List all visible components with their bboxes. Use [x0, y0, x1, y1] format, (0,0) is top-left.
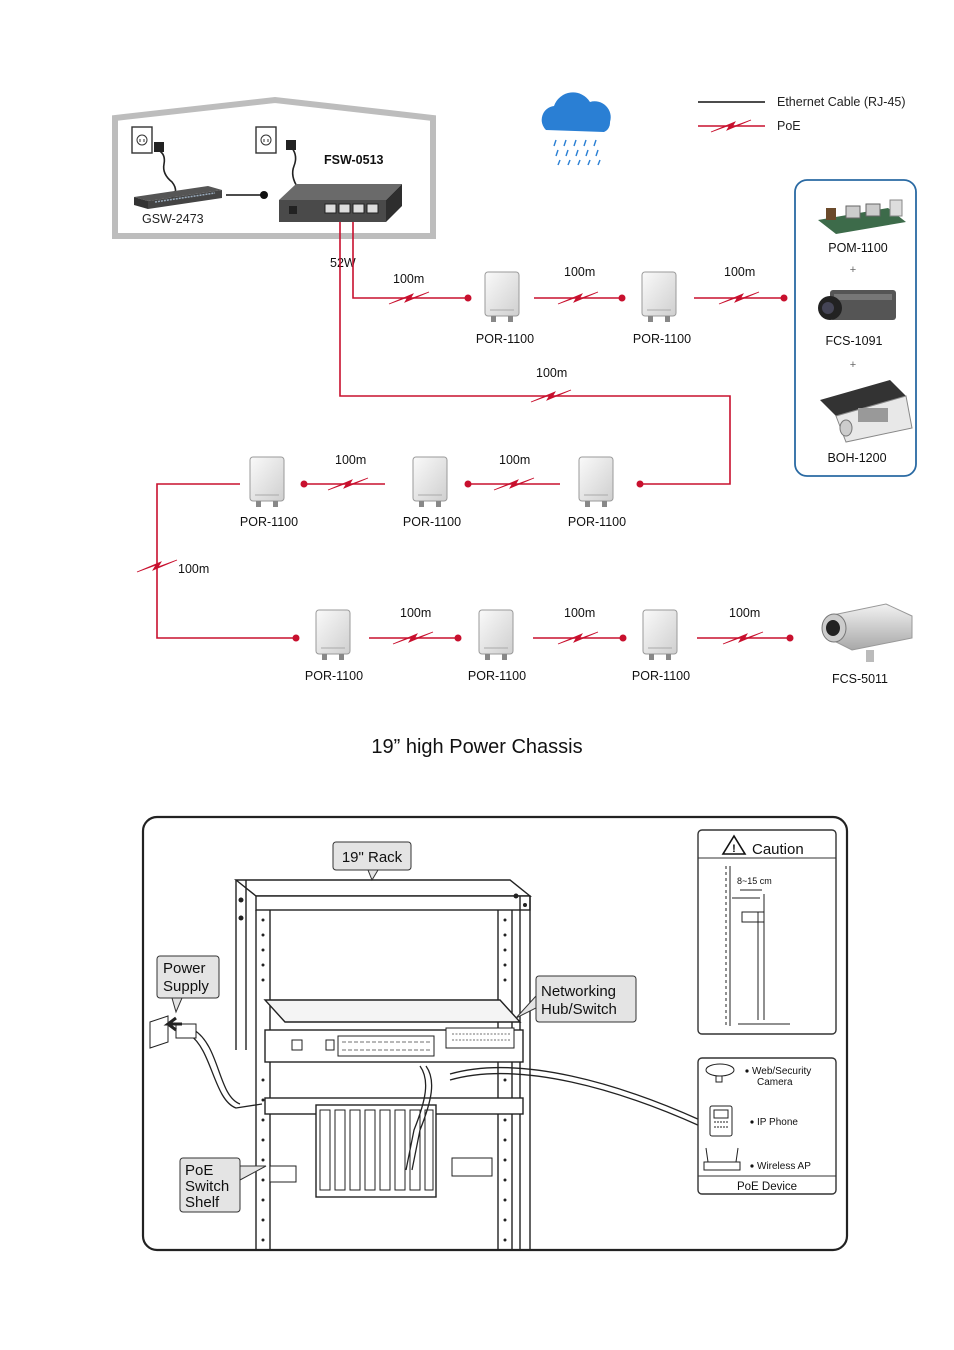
distance-label: 100m	[178, 562, 209, 576]
rack-label-callout	[332, 841, 412, 882]
fcs-1091-camera-icon	[818, 290, 896, 320]
rack-holes	[238, 893, 527, 1242]
caution-range-label: 8~15 cm	[737, 876, 772, 886]
power-cord	[291, 147, 299, 189]
boh-1200-housing-icon	[820, 380, 913, 443]
distance-label: 100m	[564, 265, 595, 279]
por-label: POR-1100	[240, 515, 298, 529]
poe-shelf-label-line3: Shelf	[185, 1194, 220, 1211]
distance-label: 100m	[400, 606, 431, 620]
por-label: POR-1100	[568, 515, 626, 529]
por-label: POR-1100	[633, 332, 691, 346]
distance-label: 100m	[564, 606, 595, 620]
insert-arrow-icon	[163, 1016, 182, 1032]
warning-triangle-icon: !	[732, 843, 736, 855]
por-1100-icon	[642, 609, 678, 661]
por-label: POR-1100	[476, 332, 534, 346]
poe-shelf-label-line1: PoE	[185, 1162, 213, 1179]
distance-label: 100m	[499, 453, 530, 467]
poe-cabling	[156, 222, 790, 639]
distance-label: 100m	[724, 265, 755, 279]
ip-phone-icon	[709, 1105, 733, 1137]
pom-1100-board-icon	[818, 199, 906, 234]
building-outline	[112, 96, 436, 239]
rack-install-diagram: 19" Rack Power Supply Networking Hub/Swi…	[141, 815, 849, 1252]
web-camera-icon	[705, 1063, 735, 1083]
fcs-1091-label: FCS-1091	[826, 334, 883, 348]
power-budget-label: 52W	[330, 256, 356, 270]
plug-icon	[154, 142, 164, 152]
remote-devices-panel	[794, 179, 917, 477]
por-1100-icon	[641, 271, 677, 323]
poe-shelf-label-line2: Switch	[185, 1178, 229, 1195]
power-supply-label-line1: Power	[163, 960, 206, 977]
power-outlet-icon	[149, 1015, 197, 1049]
wall-socket-icon	[131, 126, 153, 154]
pom-label: POM-1100	[828, 241, 888, 255]
por-1100-icon	[478, 609, 514, 661]
por-1100-icon	[484, 271, 520, 323]
rain-cloud-icon	[541, 92, 611, 166]
rack-frame	[234, 879, 532, 1250]
caution-panel	[697, 829, 837, 1035]
legend-ethernet-label: Ethernet Cable (RJ-45)	[777, 95, 906, 109]
poe-device-camera-line1: Web/Security	[752, 1066, 811, 1077]
section-caption: 19” high Power Chassis	[371, 736, 583, 758]
clearance-illustration	[725, 866, 790, 1026]
plug-icon	[286, 140, 296, 150]
legend-poe-label: PoE	[777, 119, 801, 133]
por-label: POR-1100	[403, 515, 461, 529]
poe-devices-panel	[697, 1057, 837, 1195]
poe-device-phone: IP Phone	[757, 1117, 798, 1128]
gsw-2473-switch-icon	[134, 186, 222, 209]
por-label: POR-1100	[632, 669, 690, 683]
fcs-5011-label: FCS-5011	[832, 672, 888, 686]
fcs-5011-camera-icon	[821, 603, 913, 662]
boh-label: BOH-1200	[827, 451, 886, 465]
port-dot	[260, 191, 268, 199]
power-supply-callout	[156, 955, 220, 1014]
wireless-ap-icon	[703, 1147, 741, 1171]
hub-switch-label-line1: Networking	[541, 983, 616, 1000]
por-label: POR-1100	[305, 669, 363, 683]
bullet-dot	[750, 1120, 754, 1124]
poe-device-camera-line2: Camera	[757, 1077, 793, 1088]
hub-switch-label-line2: Hub/Switch	[541, 1001, 617, 1018]
por-1100-icon	[578, 456, 614, 508]
por-1100-icon	[412, 456, 448, 508]
fsw-label: FSW-0513	[324, 153, 384, 167]
poe-endpoints	[292, 294, 794, 642]
distance-label: 100m	[335, 453, 366, 467]
gsw-label: GSW-2473	[142, 212, 204, 226]
distance-label: 100m	[536, 366, 567, 380]
poe-device-ap: Wireless AP	[757, 1161, 811, 1172]
poe-shelf-callout	[179, 1157, 267, 1213]
poe-switch-shelf-unit	[264, 1097, 524, 1198]
por-1100-icon	[249, 456, 285, 508]
plus-sign: +	[850, 359, 856, 371]
por-label: POR-1100	[468, 669, 526, 683]
por-1100-icon	[315, 609, 351, 661]
rack-label: 19" Rack	[342, 849, 403, 866]
bullet-dot	[750, 1164, 754, 1168]
poe-topology-diagram: GSW-2473 FSW-0513 52W Ethernet Cable (RJ…	[112, 92, 917, 686]
bullet-dot	[745, 1069, 749, 1073]
distance-label: 100m	[393, 272, 424, 286]
rack-cables	[189, 1029, 701, 1171]
plus-sign: +	[850, 264, 856, 276]
fsw-0513-switch-icon	[279, 184, 402, 222]
distance-label: 100m	[729, 606, 760, 620]
power-supply-label-line2: Supply	[163, 978, 209, 995]
caution-label: Caution	[752, 841, 804, 858]
wall-socket-icon	[255, 126, 277, 154]
warning-triangle-icon	[721, 834, 747, 855]
networking-switch-unit	[264, 1027, 524, 1063]
poe-devices-title: PoE Device	[737, 1181, 797, 1193]
hub-switch-callout	[515, 975, 637, 1023]
